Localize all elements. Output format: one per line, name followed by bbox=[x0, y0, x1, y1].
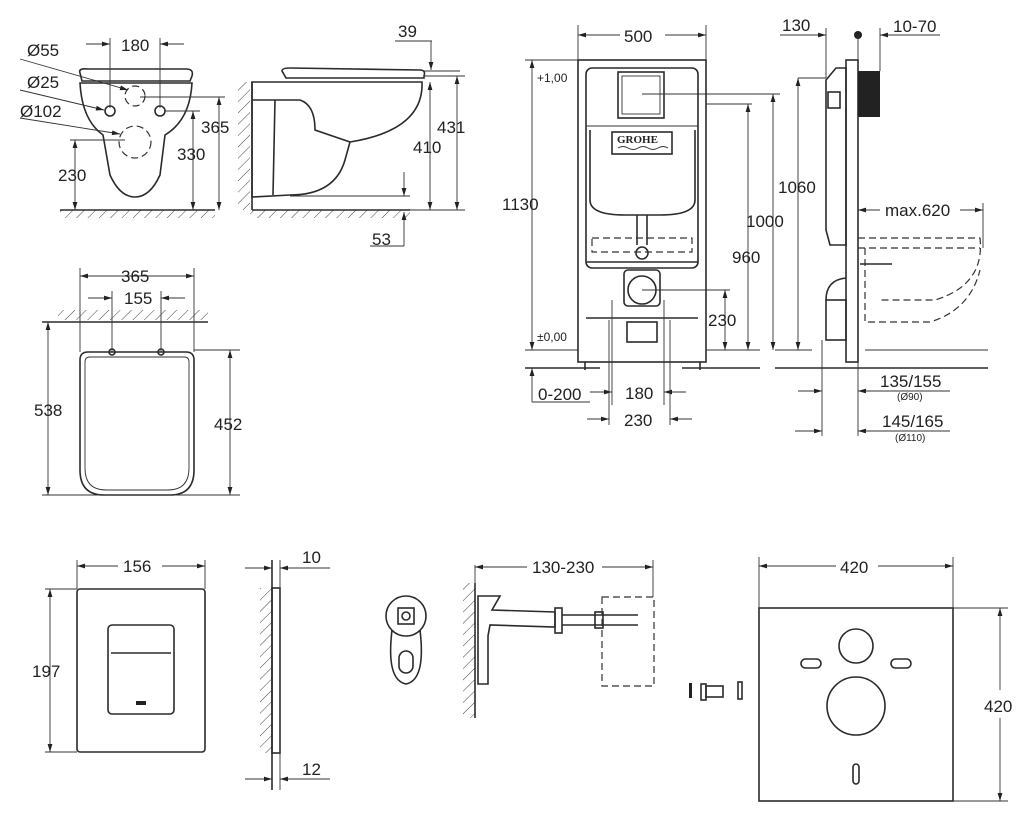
outlet-hole bbox=[118, 125, 152, 159]
frame-side-view: 130 10-70 1060 max.620 135/155 (Ø90) 145… bbox=[775, 16, 988, 444]
dim-supply-height: 1060 bbox=[778, 178, 816, 197]
dim-thickness-bottom: 12 bbox=[302, 760, 321, 779]
flush-button bbox=[107, 624, 175, 715]
flush-plate-outline bbox=[76, 588, 206, 753]
bowl-outline bbox=[79, 82, 193, 198]
frame-front-view: GROHE bbox=[502, 25, 784, 430]
dim-outlet-height: 230 bbox=[58, 166, 86, 185]
seat-top-view: 365 155 538 452 bbox=[34, 267, 242, 496]
dim-seat-length: 452 bbox=[214, 415, 242, 434]
dim-total-length: 538 bbox=[34, 401, 62, 420]
wall-hatch bbox=[58, 310, 208, 320]
pad-outline bbox=[758, 607, 954, 802]
dim-bracket-adjust: 130-230 bbox=[532, 558, 594, 577]
dim-fixing-spacing: 180 bbox=[625, 384, 653, 403]
frame-profile bbox=[845, 59, 859, 363]
ref-level-top: +1,00 bbox=[537, 71, 568, 85]
dim-seat-width: 365 bbox=[121, 267, 149, 286]
wall-bracket-view: 130-230 bbox=[385, 558, 655, 718]
dim-flush-height: 1000 bbox=[746, 212, 784, 231]
dim-fixing-hole-diameter: Ø25 bbox=[27, 73, 59, 92]
dim-seat-thickness: 39 bbox=[398, 22, 417, 41]
frame-outline bbox=[577, 59, 707, 363]
floor-hatch bbox=[250, 210, 410, 218]
dim-floor-offset: 53 bbox=[372, 230, 391, 249]
ref-level-floor: ±0,00 bbox=[537, 330, 567, 344]
grohe-logo-box bbox=[611, 131, 673, 155]
dim-max-projection: max.620 bbox=[885, 201, 950, 220]
dim-outlet-offset-110: 145/165 bbox=[882, 412, 943, 431]
dim-hinge-spacing: 155 bbox=[124, 289, 152, 308]
wc-side-view: 39 431 410 53 bbox=[238, 22, 465, 249]
dim-plate-height: 197 bbox=[32, 662, 60, 681]
wall-plug bbox=[858, 71, 880, 117]
flush-opening bbox=[617, 71, 665, 119]
dim-floor-adjust: 0-200 bbox=[538, 385, 581, 404]
pad-inlet-hole bbox=[838, 628, 874, 664]
dim-outlet-diameter-110: (Ø110) bbox=[895, 433, 925, 444]
dim-outlet-height: 230 bbox=[708, 311, 736, 330]
seat-lid-side bbox=[281, 67, 426, 79]
dim-outlet-diameter: Ø102 bbox=[20, 102, 62, 121]
dim-frame-height: 1130 bbox=[502, 195, 539, 214]
seat-lid bbox=[78, 68, 194, 82]
seat-outline bbox=[79, 351, 195, 496]
insulation-pad-view: 420 420 bbox=[689, 557, 1012, 802]
wall-hatch bbox=[238, 82, 250, 210]
dim-plate-width: 156 bbox=[123, 557, 151, 576]
dim-frame-width: 500 bbox=[624, 27, 652, 46]
dim-bowl-height: 410 bbox=[413, 138, 441, 157]
dim-wall-thickness: 10-70 bbox=[893, 17, 936, 36]
dim-outlet-spacing: 230 bbox=[624, 411, 652, 430]
dim-fixing-height: 330 bbox=[177, 145, 205, 164]
floor-hatch bbox=[60, 210, 215, 218]
dim-total-height: 431 bbox=[437, 118, 465, 137]
grohe-logo: GROHE bbox=[617, 134, 658, 146]
dim-inlet-height: 960 bbox=[732, 248, 760, 267]
dim-fixing-spacing: 180 bbox=[121, 36, 149, 55]
dim-thickness-top: 10 bbox=[302, 548, 321, 567]
dim-frame-depth: 130 bbox=[782, 16, 810, 35]
flush-plate-view: 156 197 10 12 bbox=[32, 548, 330, 790]
pad-outlet-hole bbox=[826, 676, 886, 736]
dim-pad-height: 420 bbox=[984, 697, 1012, 716]
dim-outlet-offset-90: 135/155 bbox=[880, 372, 941, 391]
dim-inlet-height: 365 bbox=[201, 118, 229, 137]
dim-inlet-diameter: Ø55 bbox=[27, 41, 59, 60]
wc-front-view: Ø55 Ø25 Ø102 180 230 330 365 bbox=[19, 36, 229, 218]
dim-pad-width: 420 bbox=[840, 558, 868, 577]
inlet-hole bbox=[124, 85, 146, 107]
dim-outlet-diameter-90: (Ø90) bbox=[897, 392, 923, 403]
